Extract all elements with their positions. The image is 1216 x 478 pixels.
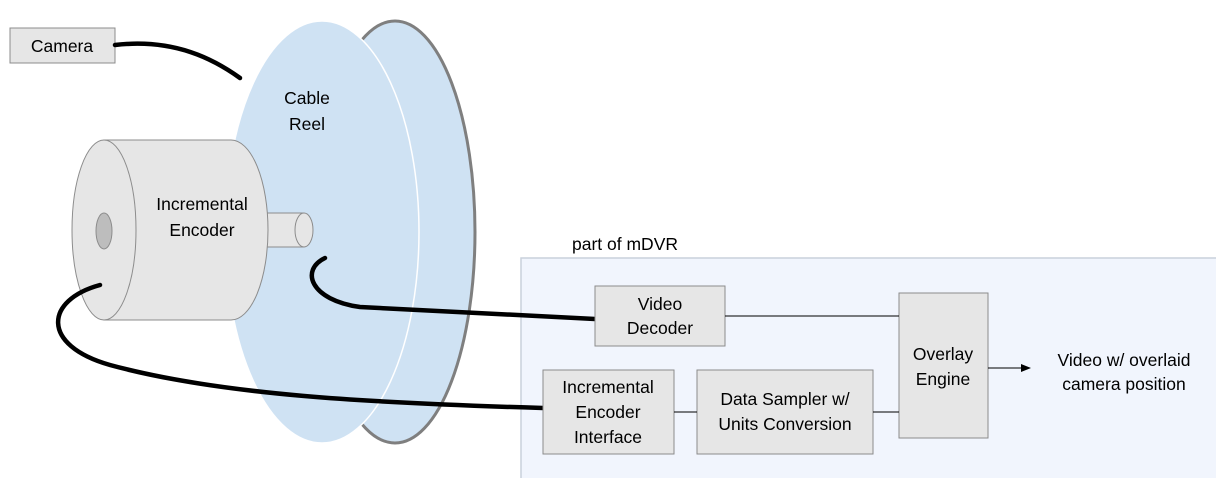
overlay-engine-line1: Overlay [913,344,974,364]
encoder-hub [95,212,113,250]
encoder-interface-box [542,369,675,455]
encoder-label-line1: Incremental [156,194,247,214]
encoder-to-interface-cable [55,282,546,411]
camera-cable [112,41,243,81]
encoder-interface-line2: Encoder [575,402,640,422]
output-label-line1: Video w/ overlaid [1058,350,1191,370]
reel-label-line2: Reel [289,114,325,134]
encoder-body [103,139,269,321]
overlay-engine-box [898,292,989,439]
camera-label: Camera [31,36,94,56]
reel-to-decoder-cable [309,255,598,322]
cable-reel [224,19,477,445]
data-sampler-line1: Data Sampler w/ [720,389,849,409]
reel-label-line1: Cable [284,88,330,108]
camera-box [9,27,116,64]
encoder-label-line2: Encoder [169,220,234,240]
data-sampler-box [696,369,874,455]
incremental-encoder [71,139,314,321]
mdvr-region-label: part of mDVR [572,234,678,254]
encoder-interface-line1: Incremental [562,377,653,397]
encoder-interface-line3: Interface [574,427,642,447]
overlay-engine-line2: Engine [916,369,971,389]
output-label-line2: camera position [1062,374,1186,394]
video-decoder-box [594,285,726,347]
encoder-shaft-end [294,212,314,248]
video-decoder-line2: Decoder [627,318,693,338]
video-decoder-line1: Video [638,294,682,314]
data-sampler-line2: Units Conversion [718,414,851,434]
